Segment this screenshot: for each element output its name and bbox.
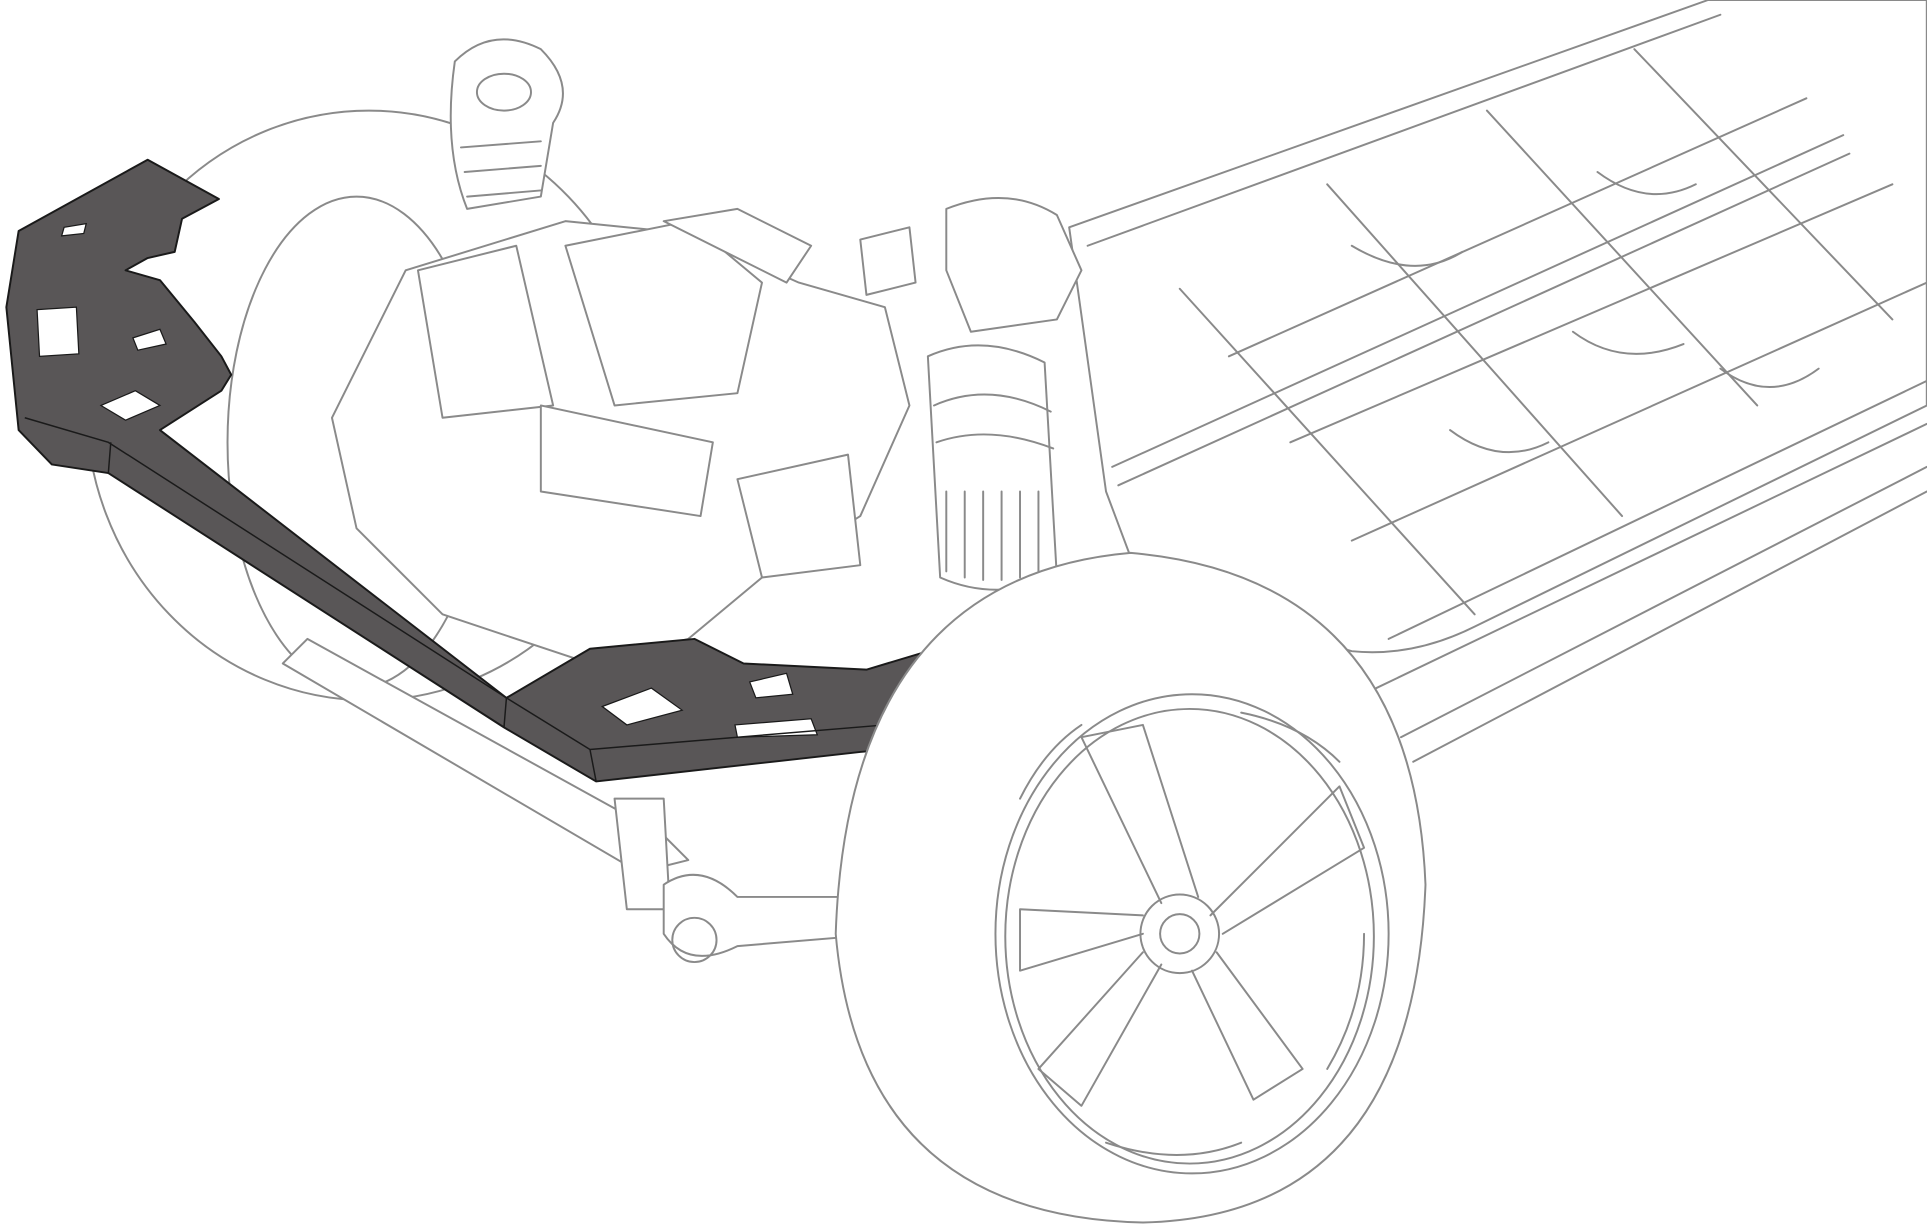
- front-right-wheel: [834, 551, 1427, 1224]
- battery-platform: [1068, 0, 1927, 763]
- drive-unit: [330, 38, 1083, 665]
- strut: [926, 344, 1058, 591]
- front-axle: [281, 637, 886, 964]
